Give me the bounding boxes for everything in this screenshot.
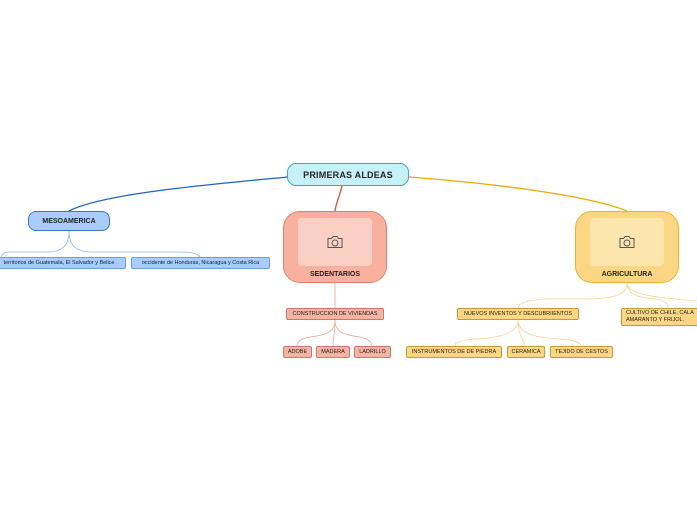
cultivo-line-1: CULTIVO DE CHILE, CALA: [626, 310, 694, 316]
ladrillo-label: LADRILLO: [359, 349, 386, 355]
connector-root-agricultura: [408, 176, 628, 212]
connector-inv-piedra: [453, 319, 519, 347]
connector-agr-cultivo: [626, 282, 669, 309]
ceramica-label: CERAMICA: [511, 349, 541, 355]
camera-icon: [619, 236, 635, 248]
connector-const-madera: [332, 319, 336, 347]
connector-const-ladrillo: [334, 319, 373, 347]
tejido-node[interactable]: TEJIDO DE CESTOS: [550, 346, 613, 358]
connector-meso-child-2: [68, 230, 201, 258]
connector-inv-ceramica: [517, 319, 526, 347]
agricultura-label: AGRICULTURA: [601, 271, 653, 278]
madera-node[interactable]: MADERA: [316, 346, 350, 358]
cultivo-line-2: AMARANTO Y FRIJOL.: [626, 317, 685, 323]
inventos-label: NUEVOS INVENTOS Y DESCUBRIIENTOS: [463, 311, 573, 317]
camera-icon: [327, 236, 343, 248]
sedentarios-label: SEDENTARIOS: [309, 271, 361, 278]
cultivo-node[interactable]: CULTIVO DE CHILE, CALA AMARANTO Y FRIJOL…: [621, 308, 697, 326]
construccion-label: CONSTRUCCION DE VIVIENDAS: [292, 311, 378, 317]
inventos-node[interactable]: NUEVOS INVENTOS Y DESCUBRIIENTOS: [457, 308, 579, 320]
connector-const-adobe: [296, 319, 336, 347]
connector-agr-inventos: [517, 282, 628, 309]
connector-agr-extra: [626, 282, 697, 302]
mesoamerica-node[interactable]: MESOAMERICA: [28, 211, 110, 231]
meso-child-label: occidente de Honduras, Nicaragua y Costa…: [141, 260, 260, 266]
construccion-node[interactable]: CONSTRUCCION DE VIVIENDAS: [286, 308, 384, 320]
tejido-label: TEJIDO DE CESTOS: [555, 349, 608, 355]
adobe-node[interactable]: ADOBE: [283, 346, 312, 358]
connector-root-sedentarios: [334, 185, 343, 212]
meso-child-label: territorios de Guatemala, El Salvador y …: [3, 260, 115, 266]
meso-child-occidente[interactable]: occidente de Honduras, Nicaragua y Costa…: [131, 257, 270, 269]
madera-label: MADERA: [321, 349, 345, 355]
instrumentos-label: INSTRUMENTOS DE DE PIEDRA: [411, 349, 497, 355]
adobe-label: ADOBE: [287, 349, 308, 355]
instrumentos-node[interactable]: INSTRUMENTOS DE DE PIEDRA: [406, 346, 502, 358]
root-node-label: PRIMERAS ALDEAS: [303, 169, 393, 180]
connector-root-mesoamerica: [68, 176, 289, 212]
connector-inv-cestos: [517, 319, 582, 347]
agricultura-image-placeholder: [590, 218, 664, 266]
meso-child-territorios[interactable]: territorios de Guatemala, El Salvador y …: [0, 257, 126, 269]
connector-meso-child-1: [0, 230, 70, 258]
mesoamerica-label: MESOAMERICA: [42, 217, 96, 225]
ceramica-node[interactable]: CERAMICA: [507, 346, 545, 358]
root-node[interactable]: PRIMERAS ALDEAS: [287, 163, 409, 186]
sedentarios-node[interactable]: SEDENTARIOS: [283, 211, 387, 283]
ladrillo-node[interactable]: LADRILLO: [354, 346, 391, 358]
agricultura-node[interactable]: AGRICULTURA: [575, 211, 679, 283]
sedentarios-image-placeholder: [298, 218, 372, 266]
cultivo-text: CULTIVO DE CHILE, CALA AMARANTO Y FRIJOL…: [626, 310, 694, 324]
